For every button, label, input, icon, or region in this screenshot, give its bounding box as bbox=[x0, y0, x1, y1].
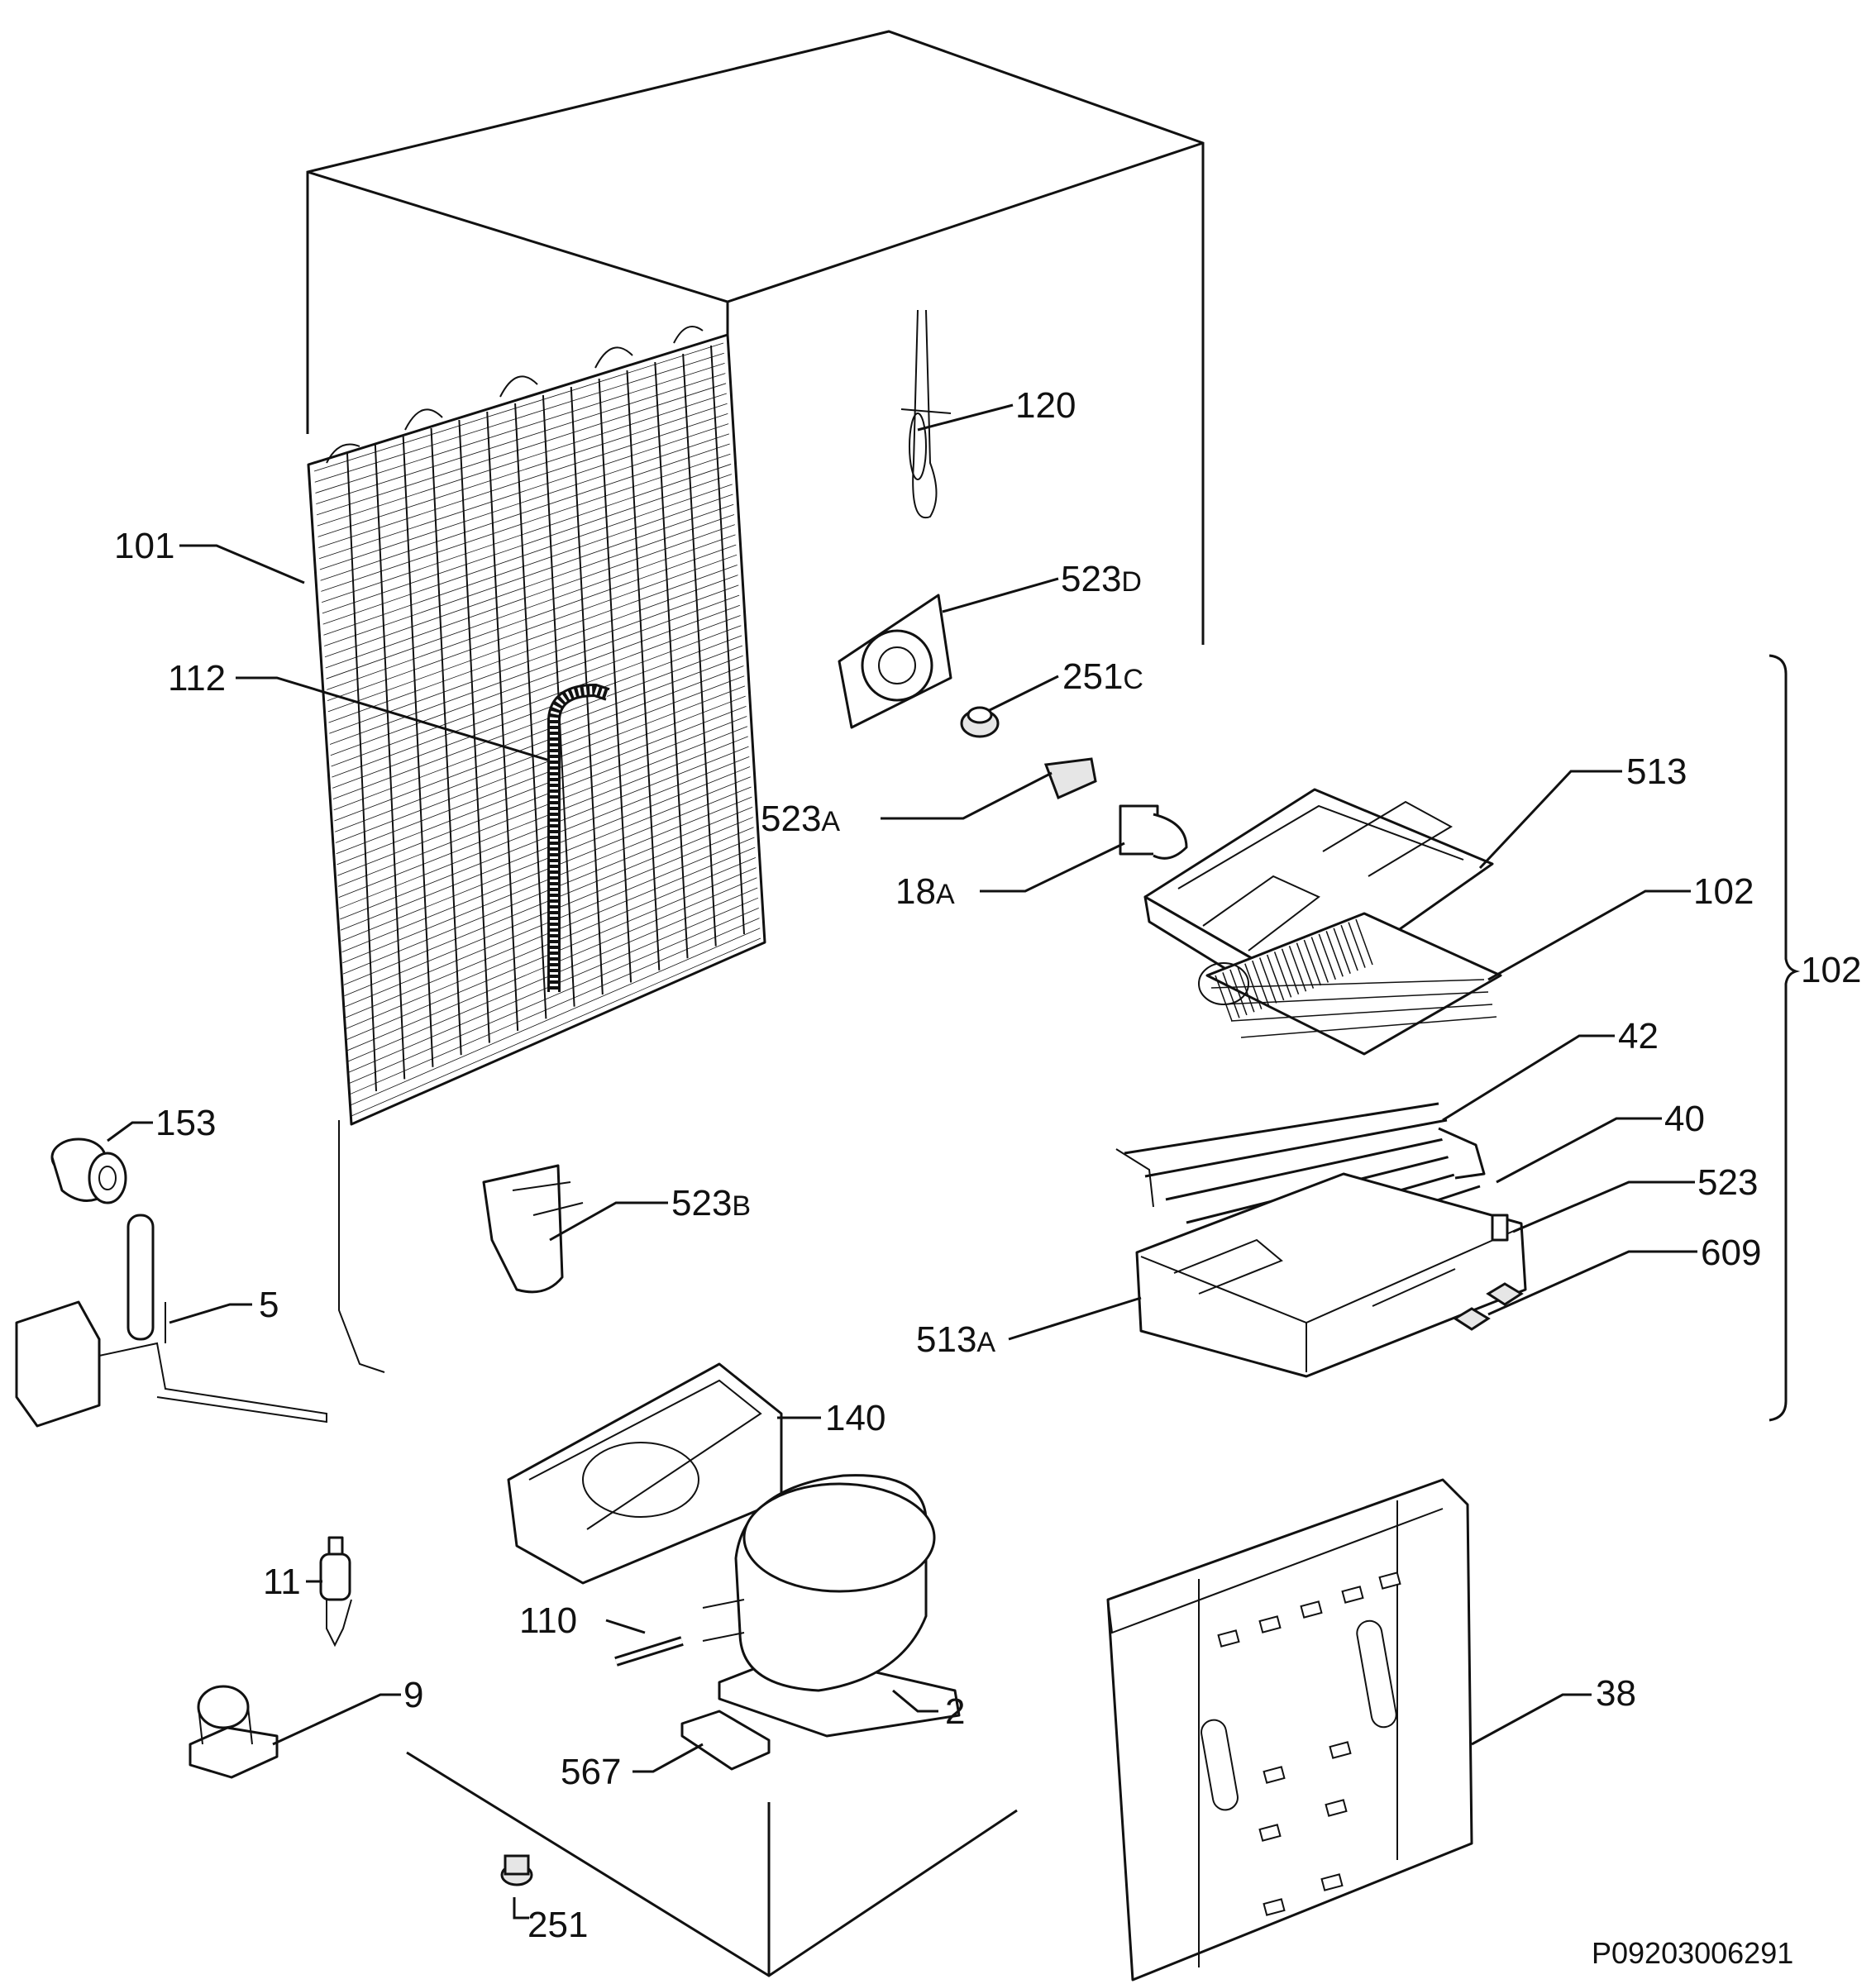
small-clips-part bbox=[1453, 1214, 1524, 1331]
callout-42: 42 bbox=[1618, 1016, 1659, 1056]
callout-523A: 523A bbox=[761, 799, 840, 839]
drain-tray-part bbox=[1135, 1172, 1527, 1378]
callout-11: 11 bbox=[263, 1562, 301, 1602]
sensor-probe-part bbox=[900, 309, 952, 519]
group-bracket bbox=[1769, 654, 1801, 1422]
callout-38: 38 bbox=[1596, 1673, 1636, 1714]
callout-523D: 523D bbox=[1061, 559, 1142, 599]
callout-153: 153 bbox=[155, 1103, 216, 1143]
callout-567: 567 bbox=[561, 1752, 621, 1792]
grommet-top-part bbox=[960, 706, 1000, 738]
valve-part bbox=[15, 1214, 327, 1428]
callout-102-group: 102 bbox=[1801, 950, 1861, 990]
callout-5: 5 bbox=[259, 1285, 279, 1325]
clip-part bbox=[1043, 757, 1097, 800]
cabinet-outline bbox=[306, 30, 1205, 1977]
evaporator-part bbox=[1198, 912, 1502, 1056]
callout-251: 251 bbox=[527, 1905, 588, 1945]
callout-110: 110 bbox=[519, 1600, 577, 1641]
callout-523B: 523B bbox=[671, 1183, 751, 1223]
callout-112: 112 bbox=[168, 658, 226, 699]
callout-120: 120 bbox=[1015, 385, 1076, 426]
callout-609: 609 bbox=[1701, 1233, 1761, 1273]
callout-513A: 513A bbox=[916, 1319, 995, 1360]
callout-labels: 120 101 523D 112 251C 513 523A 18A 102 1… bbox=[114, 385, 1861, 1970]
condenser-part bbox=[307, 326, 766, 1373]
callout-2: 2 bbox=[945, 1691, 965, 1732]
callout-102-evaporator: 102 bbox=[1693, 871, 1754, 912]
callout-101: 101 bbox=[114, 526, 174, 566]
callout-9: 9 bbox=[403, 1675, 423, 1715]
callout-251C: 251C bbox=[1062, 656, 1143, 697]
back-panel-part bbox=[1106, 1478, 1473, 1982]
bushing-part bbox=[50, 1137, 127, 1204]
callout-140: 140 bbox=[825, 1398, 885, 1438]
leader-lines bbox=[107, 403, 1697, 1920]
fan-bracket-part bbox=[838, 594, 952, 729]
holder-part bbox=[189, 1685, 279, 1779]
foot-part bbox=[500, 1854, 533, 1886]
relay-part bbox=[319, 1536, 352, 1648]
callout-523: 523 bbox=[1697, 1162, 1758, 1203]
document-code: P09203006291 bbox=[1592, 1936, 1793, 1970]
fan-motor-part bbox=[1119, 804, 1188, 860]
bracket-part bbox=[482, 1164, 584, 1294]
mounting-plate-part bbox=[680, 1710, 771, 1771]
callout-18A: 18A bbox=[895, 871, 955, 912]
callout-40: 40 bbox=[1664, 1099, 1705, 1139]
callout-513: 513 bbox=[1626, 751, 1687, 792]
tube-part bbox=[614, 1636, 684, 1667]
compressor-part bbox=[702, 1474, 961, 1738]
